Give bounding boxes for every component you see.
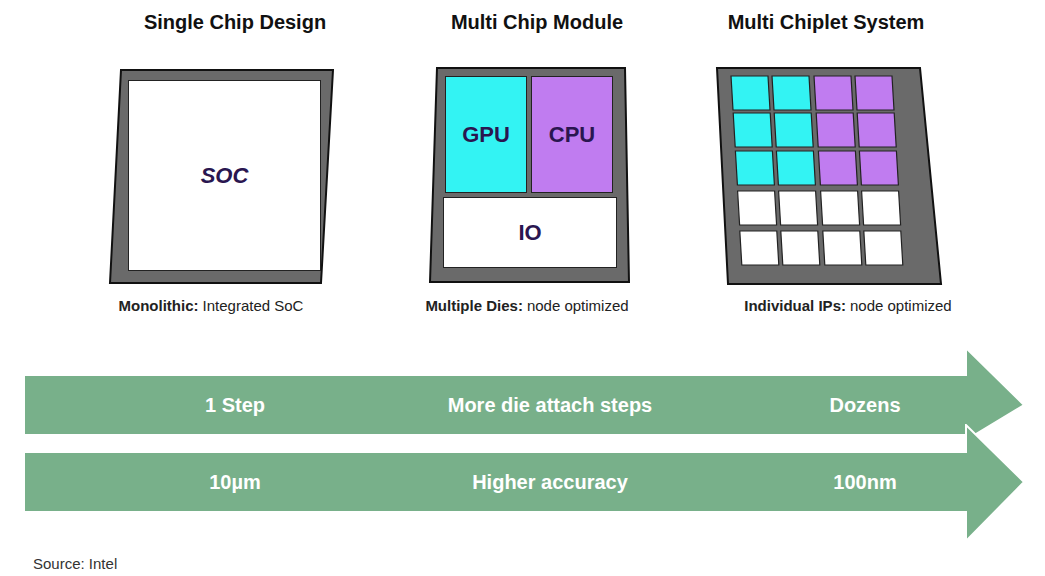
chiplet-tile [821, 191, 860, 225]
chiplet-tile [774, 113, 813, 147]
arrow-text: Higher accuracy [472, 471, 628, 494]
chiplet-tile [738, 191, 777, 225]
caption-lead: Multiple Dies: [425, 297, 523, 314]
caption-text: Integrated SoC [203, 297, 304, 314]
caption-text: node optimized [850, 297, 952, 314]
package-caption: Multiple Dies:node optimized [425, 297, 628, 314]
arrow-body [24, 425, 1024, 541]
chiplet-tile [779, 191, 818, 225]
chiplet-tile [857, 113, 896, 147]
caption-lead: Individual IPs: [744, 297, 846, 314]
chiplet-tile [862, 191, 901, 225]
column-title: Single Chip Design [144, 11, 326, 34]
die-label: CPU [549, 122, 595, 148]
chiplet-tile [864, 231, 903, 265]
gpu-die: GPU [445, 76, 527, 193]
chiplet-tile [781, 231, 820, 265]
mcm-package [430, 68, 629, 282]
chiplet-tile [735, 151, 774, 185]
die-label: IO [518, 220, 541, 246]
die-label: GPU [462, 122, 510, 148]
arrow-text: 100nm [833, 471, 896, 494]
chiplet-tile [814, 76, 853, 110]
chiplet-tile [818, 151, 857, 185]
column-title: Multi Chip Module [451, 11, 623, 34]
steps-arrow: 1 Step More die attach steps Dozens [24, 347, 1026, 441]
source-caption: Source: Intel [33, 555, 117, 572]
column-title: Multi Chiplet System [728, 11, 925, 34]
chiplet-tile [823, 231, 862, 265]
chiplet-tile [740, 231, 779, 265]
chiplet-tile [855, 76, 894, 110]
accuracy-arrow: 10µm Higher accuracy 100nm [24, 424, 1026, 542]
chiplet-tile [776, 151, 815, 185]
chiplet-tile [816, 113, 855, 147]
chiplet-package [717, 68, 941, 284]
chiplet-tile [772, 76, 811, 110]
arrow-text: More die attach steps [448, 394, 653, 417]
io-die: IO [443, 197, 617, 268]
soc-die: SOC [128, 80, 321, 271]
chiplet-tiles [731, 76, 903, 265]
package-caption: Monolithic:Integrated SoC [119, 297, 304, 314]
caption-text: node optimized [527, 297, 629, 314]
die-label: SOC [201, 163, 249, 189]
arrow-text: Dozens [829, 394, 900, 417]
cpu-die: CPU [531, 76, 613, 193]
caption-lead: Monolithic: [119, 297, 199, 314]
chiplet-tile [733, 113, 772, 147]
package-caption: Individual IPs:node optimized [744, 297, 951, 314]
arrow-text: 10µm [209, 471, 261, 494]
arrow-body [24, 348, 1024, 440]
soc-package [110, 70, 333, 283]
chiplet-tile [859, 151, 898, 185]
arrow-text: 1 Step [205, 394, 265, 417]
chiplet-tile [731, 76, 770, 110]
